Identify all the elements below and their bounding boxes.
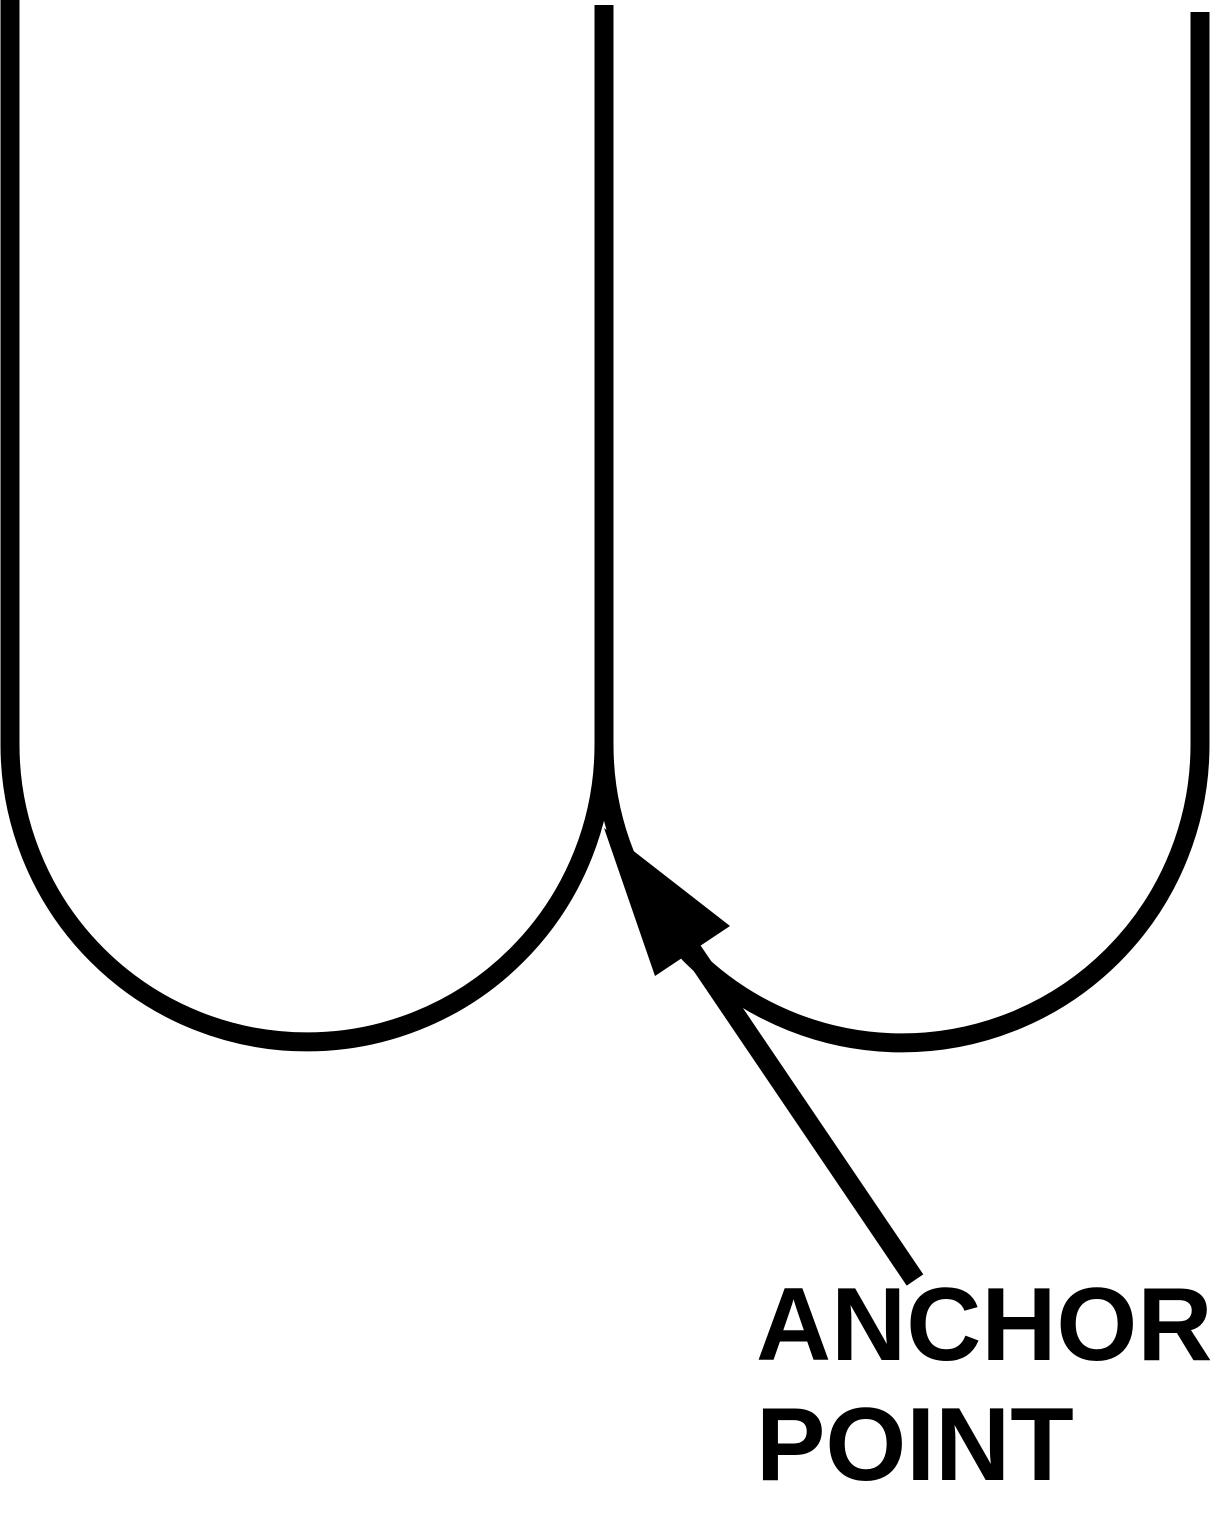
anchor-label-line1: ANCHOR <box>756 1267 1211 1383</box>
right-loop <box>594 12 1210 1053</box>
left-loop <box>0 0 614 1052</box>
arrowhead <box>604 828 730 976</box>
anchor-label-line2: POINT <box>756 1387 1074 1503</box>
arrow-shaft <box>669 924 924 1286</box>
